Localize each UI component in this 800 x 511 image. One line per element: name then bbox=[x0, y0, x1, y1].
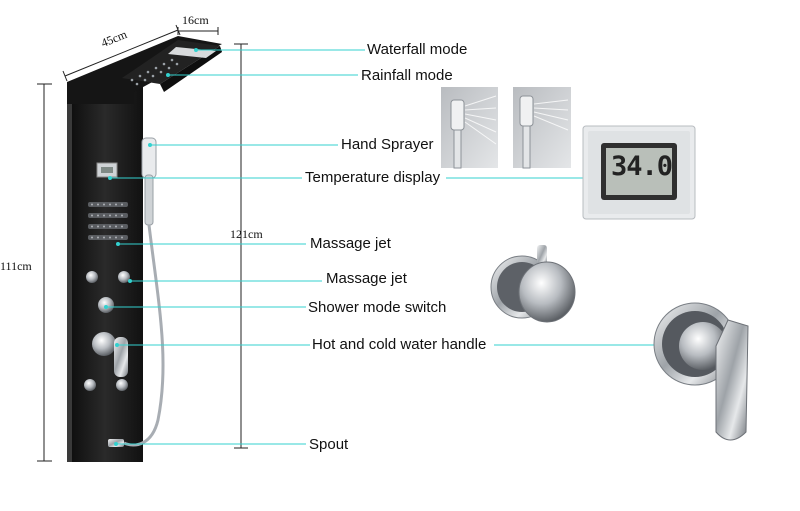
leader-lines bbox=[104, 48, 655, 446]
label-hand-sprayer: Hand Sprayer bbox=[341, 136, 434, 153]
spray-photo-left bbox=[441, 87, 498, 169]
label-waterfall-mode: Waterfall mode bbox=[367, 41, 468, 58]
hot-cold-handle-photo bbox=[653, 302, 749, 441]
dimension-panel-height: 111cm bbox=[0, 259, 32, 273]
label-temperature-display: Temperature display bbox=[305, 169, 441, 186]
label-shower-mode-switch: Shower mode switch bbox=[308, 299, 447, 316]
temperature-display-photo bbox=[582, 125, 696, 220]
label-massage-jet: Massage jet bbox=[310, 235, 391, 252]
display-reading: 34.0 bbox=[611, 151, 673, 182]
dimension-total-height: 121cm bbox=[230, 227, 263, 241]
label-rainfall-mode: Rainfall mode bbox=[361, 67, 453, 84]
label-hot-cold-handle: Hot and cold water handle bbox=[312, 336, 487, 353]
label-spout: Spout bbox=[309, 436, 349, 453]
mode-switch-valve-photo bbox=[490, 245, 576, 323]
dimension-lines bbox=[37, 24, 248, 462]
dimension-top-depth: 16cm bbox=[182, 13, 209, 27]
shower-panel bbox=[67, 36, 222, 462]
label-massage-jet-knobs: Massage jet bbox=[326, 270, 407, 287]
spray-photo-right bbox=[513, 87, 571, 169]
